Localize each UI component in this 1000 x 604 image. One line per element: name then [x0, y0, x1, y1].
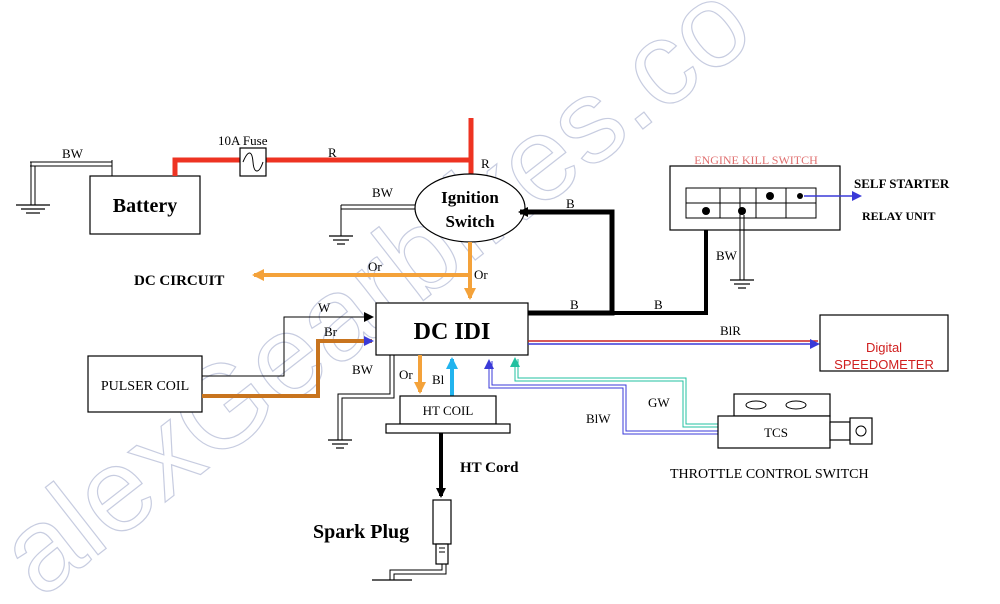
dc-idi-label: DC IDI [414, 319, 491, 345]
wire-pulser-brown [202, 336, 374, 398]
dc-idi-box [375, 302, 529, 356]
wire-ignition-black [518, 207, 615, 316]
ignition-switch [414, 173, 526, 243]
wire-label-tcs-blw: BlW [586, 411, 611, 426]
fuse-icon [239, 147, 267, 177]
wire-battery-red [172, 157, 240, 176]
wire-label-ignition-ground: BW [372, 185, 394, 200]
kill-switch-contacts [685, 187, 817, 219]
throttle-control-switch-label: THROTTLE CONTROL SWITCH [670, 467, 869, 482]
wire-label-ignition-black: B [566, 196, 575, 211]
wire-label-pulser-white: W [318, 300, 331, 315]
engine-kill-switch-label: ENGINE KILL SWITCH [694, 153, 818, 167]
wire-label-dc-circuit: Or [368, 259, 382, 274]
ht-coil-base [385, 423, 511, 434]
wire-label-tcs-gw: GW [648, 395, 670, 410]
wire-label-coil-orange: Or [399, 367, 413, 382]
wire-label-pulser-brown: Br [324, 324, 338, 339]
dc-circuit-label: DC CIRCUIT [134, 273, 224, 289]
ht-coil-label: HT COIL [423, 403, 474, 418]
tcs-label: TCS [764, 425, 788, 440]
speedometer-label-1: Digital [866, 340, 902, 355]
wire-label-speedo: BlR [720, 323, 741, 338]
wire-tcs-green-2 [510, 357, 718, 428]
ignition-switch-label-1: Ignition [441, 188, 499, 207]
speedometer-label-2: SPEEDOMETER [834, 357, 934, 372]
wire-label-ignition-red: R [481, 156, 490, 171]
wire-tcs-green [517, 359, 718, 425]
wire-label-idi-black-2: B [654, 297, 663, 312]
wire-label-idi-ground: BW [352, 362, 374, 377]
wire-pulser-white [202, 312, 374, 377]
spark-plug-icon [372, 499, 452, 581]
wire-label-idi-supply: Or [474, 267, 488, 282]
ignition-switch-label-2: Switch [445, 212, 495, 231]
battery-ground [16, 160, 113, 214]
wire-tcs-blue-2 [484, 359, 718, 435]
spark-plug-label: Spark Plug [313, 521, 409, 543]
idi-ground [328, 355, 395, 449]
ignition-ground [329, 204, 415, 245]
ht-cord-label: HT Cord [460, 460, 519, 476]
relay-unit-label: RELAY UNIT [862, 209, 935, 223]
kill-switch-ground [730, 215, 754, 289]
battery-box [89, 175, 201, 235]
wire-kill-switch-black [612, 216, 711, 315]
wire-tcs-blue [491, 361, 718, 432]
wire-label-kill-switch-ground: BW [716, 248, 738, 263]
fuse-label: 10A Fuse [218, 133, 268, 148]
battery-label: Battery [113, 195, 177, 217]
wire-label-battery-positive: R [328, 145, 337, 160]
pulser-coil-label: PULSER COIL [101, 379, 189, 394]
tcs-unit [717, 393, 873, 449]
pulser-coil-box [87, 355, 203, 413]
self-starter-label: SELF STARTER [854, 176, 950, 191]
speedometer-box [819, 314, 949, 372]
wire-label-coil-blue: Bl [432, 372, 445, 387]
wire-label-battery-ground: BW [62, 146, 84, 161]
wire-label-idi-black-1: B [570, 297, 579, 312]
